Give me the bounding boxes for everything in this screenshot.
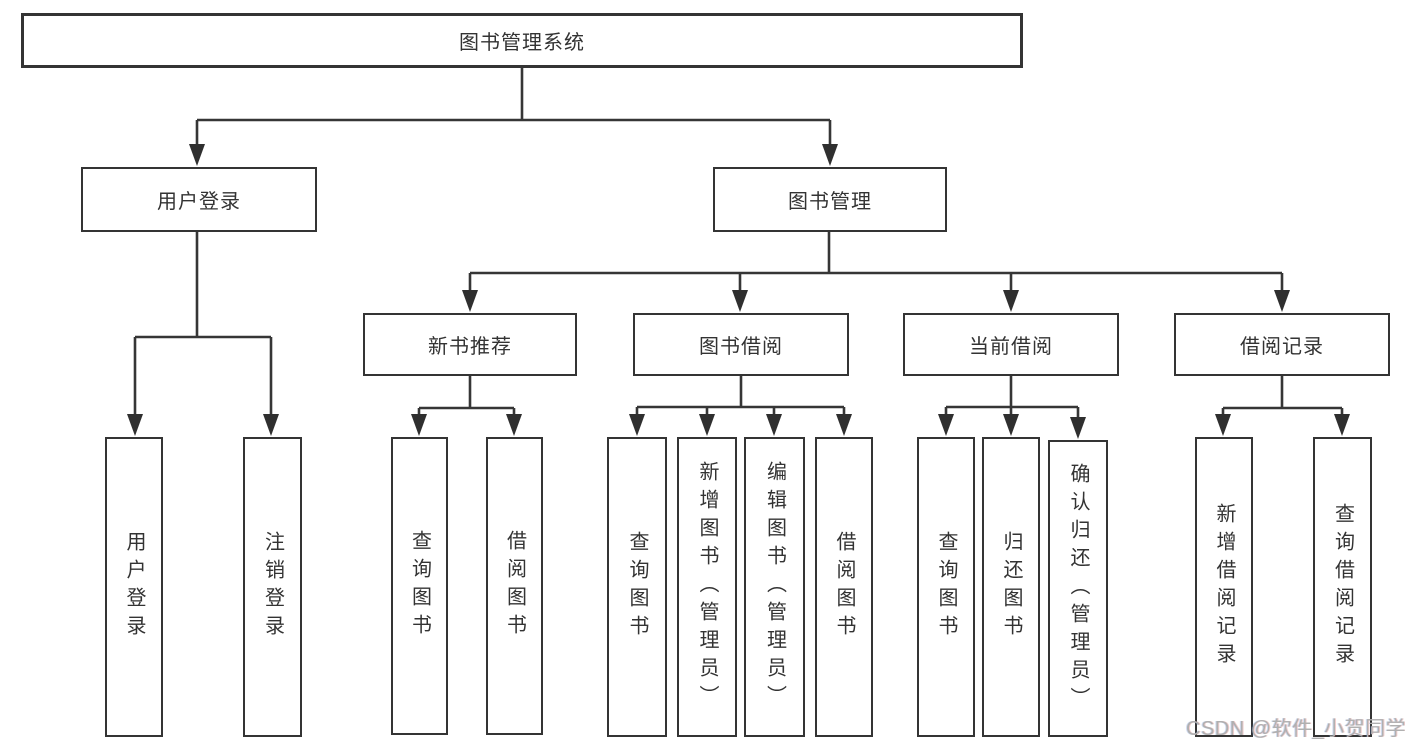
- node-label: 当前借阅: [969, 336, 1053, 358]
- node-borrowing-records: 借阅记录: [1174, 313, 1390, 376]
- arrowhead-icon: [822, 144, 838, 166]
- node-rec-borrow-books: 借阅图书: [486, 437, 543, 735]
- arrowhead-icon: [462, 290, 478, 312]
- arrowhead-icon: [127, 414, 143, 436]
- node-label: 查询图书: [408, 530, 431, 642]
- node-label: 归还图书: [1000, 531, 1022, 643]
- node-bb-query-books: 查询图书: [607, 437, 667, 737]
- arrowhead-icon: [629, 414, 645, 436]
- node-bb-borrow-books: 借阅图书: [815, 437, 873, 737]
- arrowhead-icon: [836, 414, 852, 436]
- node-bb-add-books-admin: 新增图书（管理员）: [677, 437, 737, 737]
- node-label: 借阅记录: [1240, 336, 1324, 358]
- node-label: 编辑图书（管理员）: [763, 461, 786, 713]
- arrowhead-icon: [732, 290, 748, 312]
- arrowhead-icon: [1003, 414, 1019, 436]
- node-label: 图书管理: [788, 191, 872, 213]
- arrowhead-icon: [699, 414, 715, 436]
- arrowhead-icon: [1070, 417, 1086, 439]
- node-cb-return-books: 归还图书: [982, 437, 1040, 737]
- node-label: 查询图书: [935, 531, 957, 643]
- node-user-login-module: 用户登录: [81, 167, 317, 232]
- node-label: 借阅图书: [503, 530, 526, 642]
- arrowhead-icon: [411, 414, 427, 436]
- node-rec-query-books: 查询图书: [391, 437, 448, 735]
- arrowhead-icon: [263, 414, 279, 436]
- node-bb-edit-books-admin: 编辑图书（管理员）: [744, 437, 805, 737]
- arrowhead-group: [127, 144, 1350, 439]
- node-label: 确认归还（管理员）: [1067, 462, 1089, 715]
- node-label: 注销登录: [261, 531, 284, 643]
- node-book-management-module: 图书管理: [713, 167, 947, 232]
- node-cb-confirm-return-admin: 确认归还（管理员）: [1048, 440, 1108, 737]
- node-book-borrowing: 图书借阅: [633, 313, 849, 376]
- node-label: 查询图书: [626, 531, 648, 643]
- arrowhead-icon: [1334, 414, 1350, 436]
- node-current-borrowing: 当前借阅: [903, 313, 1119, 376]
- arrowhead-icon: [1274, 290, 1290, 312]
- node-label: 新增借阅记录: [1213, 503, 1235, 671]
- node-label: 借阅图书: [833, 531, 855, 643]
- node-user-login: 用户登录: [105, 437, 163, 737]
- arrowhead-icon: [1215, 414, 1231, 436]
- arrowhead-icon: [506, 414, 522, 436]
- node-library-management-system: 图书管理系统: [21, 13, 1023, 68]
- node-br-query-record: 查询借阅记录: [1313, 437, 1372, 737]
- node-label: 用户登录: [157, 191, 241, 213]
- arrowhead-icon: [1003, 290, 1019, 312]
- node-label: 用户登录: [123, 531, 145, 643]
- node-label: 新增图书（管理员）: [696, 461, 718, 713]
- arrowhead-icon: [189, 144, 205, 166]
- csdn-watermark: CSDN @软件_小贺同学: [1186, 718, 1405, 740]
- node-br-add-record: 新增借阅记录: [1195, 437, 1253, 737]
- arrowhead-icon: [766, 414, 782, 436]
- node-logout: 注销登录: [243, 437, 302, 737]
- node-label: 新书推荐: [428, 336, 512, 358]
- node-new-book-recommend: 新书推荐: [363, 313, 577, 376]
- node-label: 图书借阅: [699, 336, 783, 358]
- arrowhead-icon: [938, 414, 954, 436]
- node-cb-query-books: 查询图书: [917, 437, 975, 737]
- node-label: 查询借阅记录: [1331, 503, 1354, 671]
- node-label: 图书管理系统: [459, 32, 585, 54]
